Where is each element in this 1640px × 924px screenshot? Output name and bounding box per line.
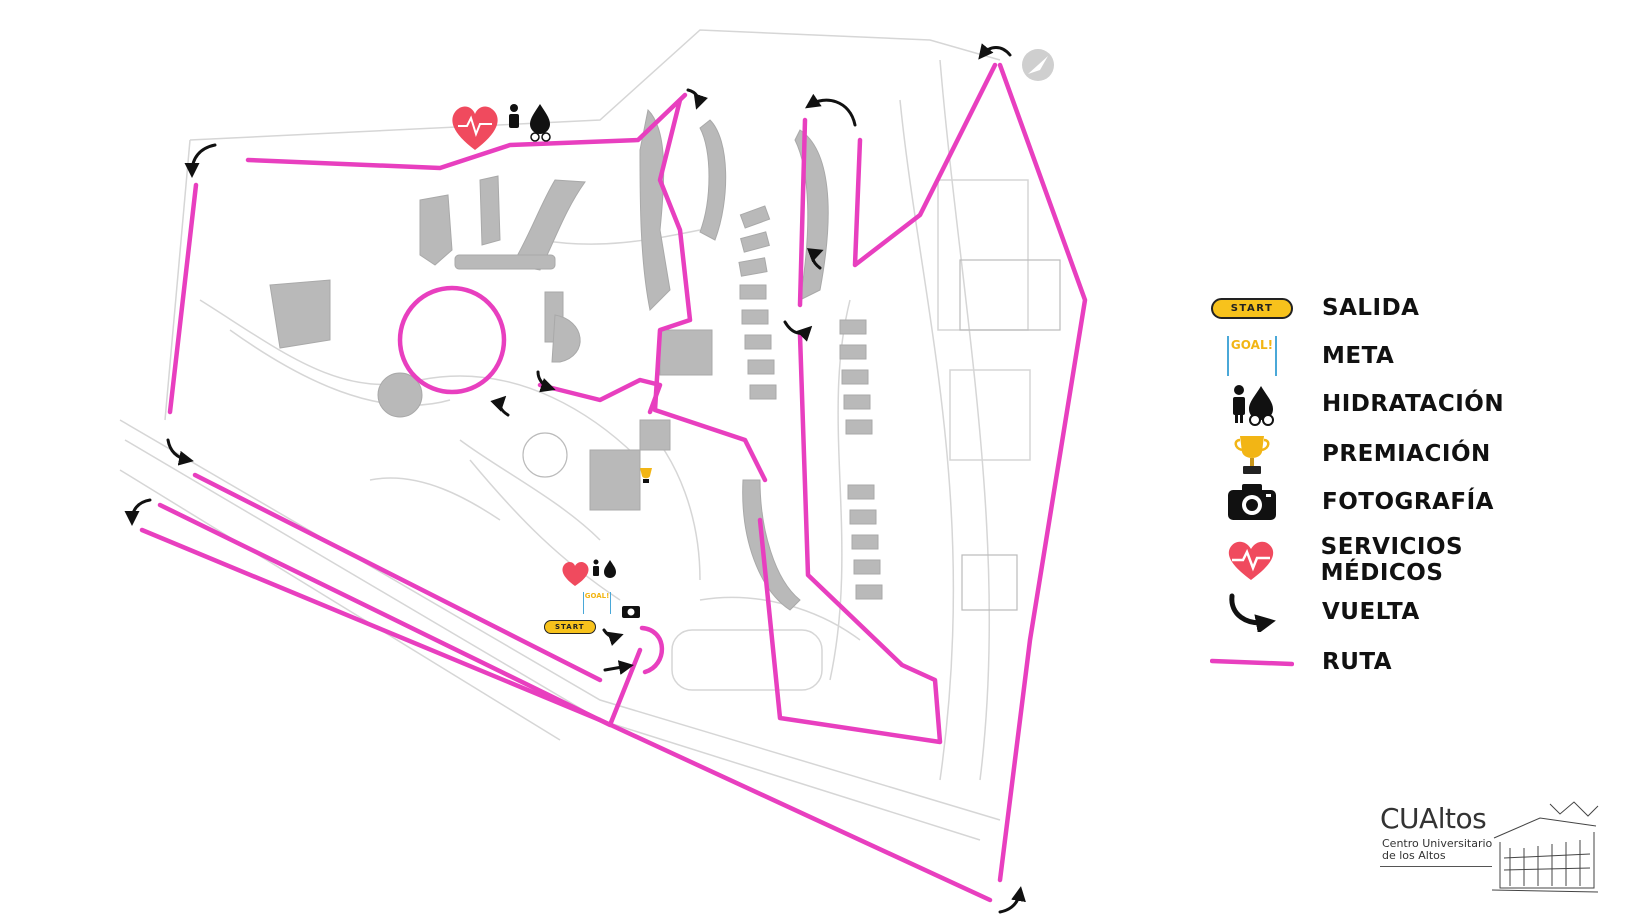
map-goal-marker: GOAL! [583, 592, 611, 614]
hydration-icon [509, 104, 551, 142]
legend-item-ruta: RUTA [1210, 640, 1392, 684]
trophy-icon [1234, 436, 1270, 474]
legend-label: SALIDA [1322, 295, 1420, 321]
turn-arrow-icon [536, 370, 556, 393]
legend-item-servicios-medicos: SERVICIOS MÉDICOS [1210, 534, 1590, 586]
legend-label: PREMIACIÓN [1322, 441, 1491, 467]
legend-item-hidratacion: HIDRATACIÓN [1210, 382, 1504, 426]
building-sketch-icon [1491, 801, 1599, 893]
camera-icon [1228, 484, 1276, 520]
turn-arrow-icon [806, 248, 824, 270]
start-badge-icon: START [1210, 297, 1294, 319]
turn-arrow-icon [805, 93, 857, 127]
trophy-icon [640, 468, 652, 483]
heart-pulse-icon [562, 562, 589, 586]
goal-banner-icon: GOAL! [1227, 336, 1277, 376]
logo-subtitle-line2: de los Altos [1382, 849, 1446, 862]
route-path [139, 62, 1088, 903]
legend-label: VUELTA [1322, 599, 1420, 625]
cualtos-logo: CUAltos Centro Universitario de los Alto… [1380, 798, 1600, 898]
legend-item-meta: GOAL! META [1210, 334, 1394, 378]
legend-label: SERVICIOS MÉDICOS [1320, 534, 1464, 586]
turn-arrow-icon [686, 88, 708, 110]
hydration-icon [593, 559, 616, 578]
campus-buildings [269, 108, 1061, 611]
turn-arrow-icon [603, 660, 634, 675]
logo-name: CUAltos [1380, 802, 1487, 835]
legend-item-fotografia: FOTOGRAFÍA [1210, 480, 1494, 524]
camera-icon [622, 606, 640, 618]
legend-item-vuelta: VUELTA [1210, 590, 1420, 634]
turn-arrow-icon [998, 886, 1026, 914]
logo-divider [1380, 866, 1492, 867]
legend-label: HIDRATACIÓN [1322, 391, 1505, 417]
legend: START SALIDA GOAL! META HIDRATACIÓN [1210, 286, 1590, 686]
legend-label: FOTOGRAFÍA [1322, 489, 1494, 515]
turn-arrow-icon [1229, 593, 1276, 632]
compass-icon [1022, 49, 1054, 81]
map-start-marker: START [544, 620, 596, 634]
turn-arrow-icon [978, 43, 1012, 60]
legend-item-premiacion: PREMIACIÓN [1210, 432, 1491, 476]
heart-pulse-icon [1229, 541, 1274, 580]
turn-arrow-icon [124, 498, 152, 526]
legend-label: RUTA [1322, 649, 1393, 675]
legend-label: META [1322, 343, 1395, 369]
turn-arrows [124, 43, 1026, 914]
turn-arrow-icon [783, 320, 813, 342]
campus-outlines [119, 29, 1031, 841]
turn-arrow-icon [602, 628, 624, 646]
hydration-icon [1233, 385, 1274, 426]
legend-item-salida: START SALIDA [1210, 286, 1419, 330]
logo-subtitle-line1: Centro Universitario [1382, 837, 1493, 850]
turn-arrow-icon [490, 395, 510, 417]
station-top [452, 104, 551, 150]
route-line-icon [1210, 658, 1294, 667]
station-start [562, 468, 652, 618]
turn-arrow-icon [166, 438, 194, 466]
turn-arrow-icon [184, 143, 217, 178]
